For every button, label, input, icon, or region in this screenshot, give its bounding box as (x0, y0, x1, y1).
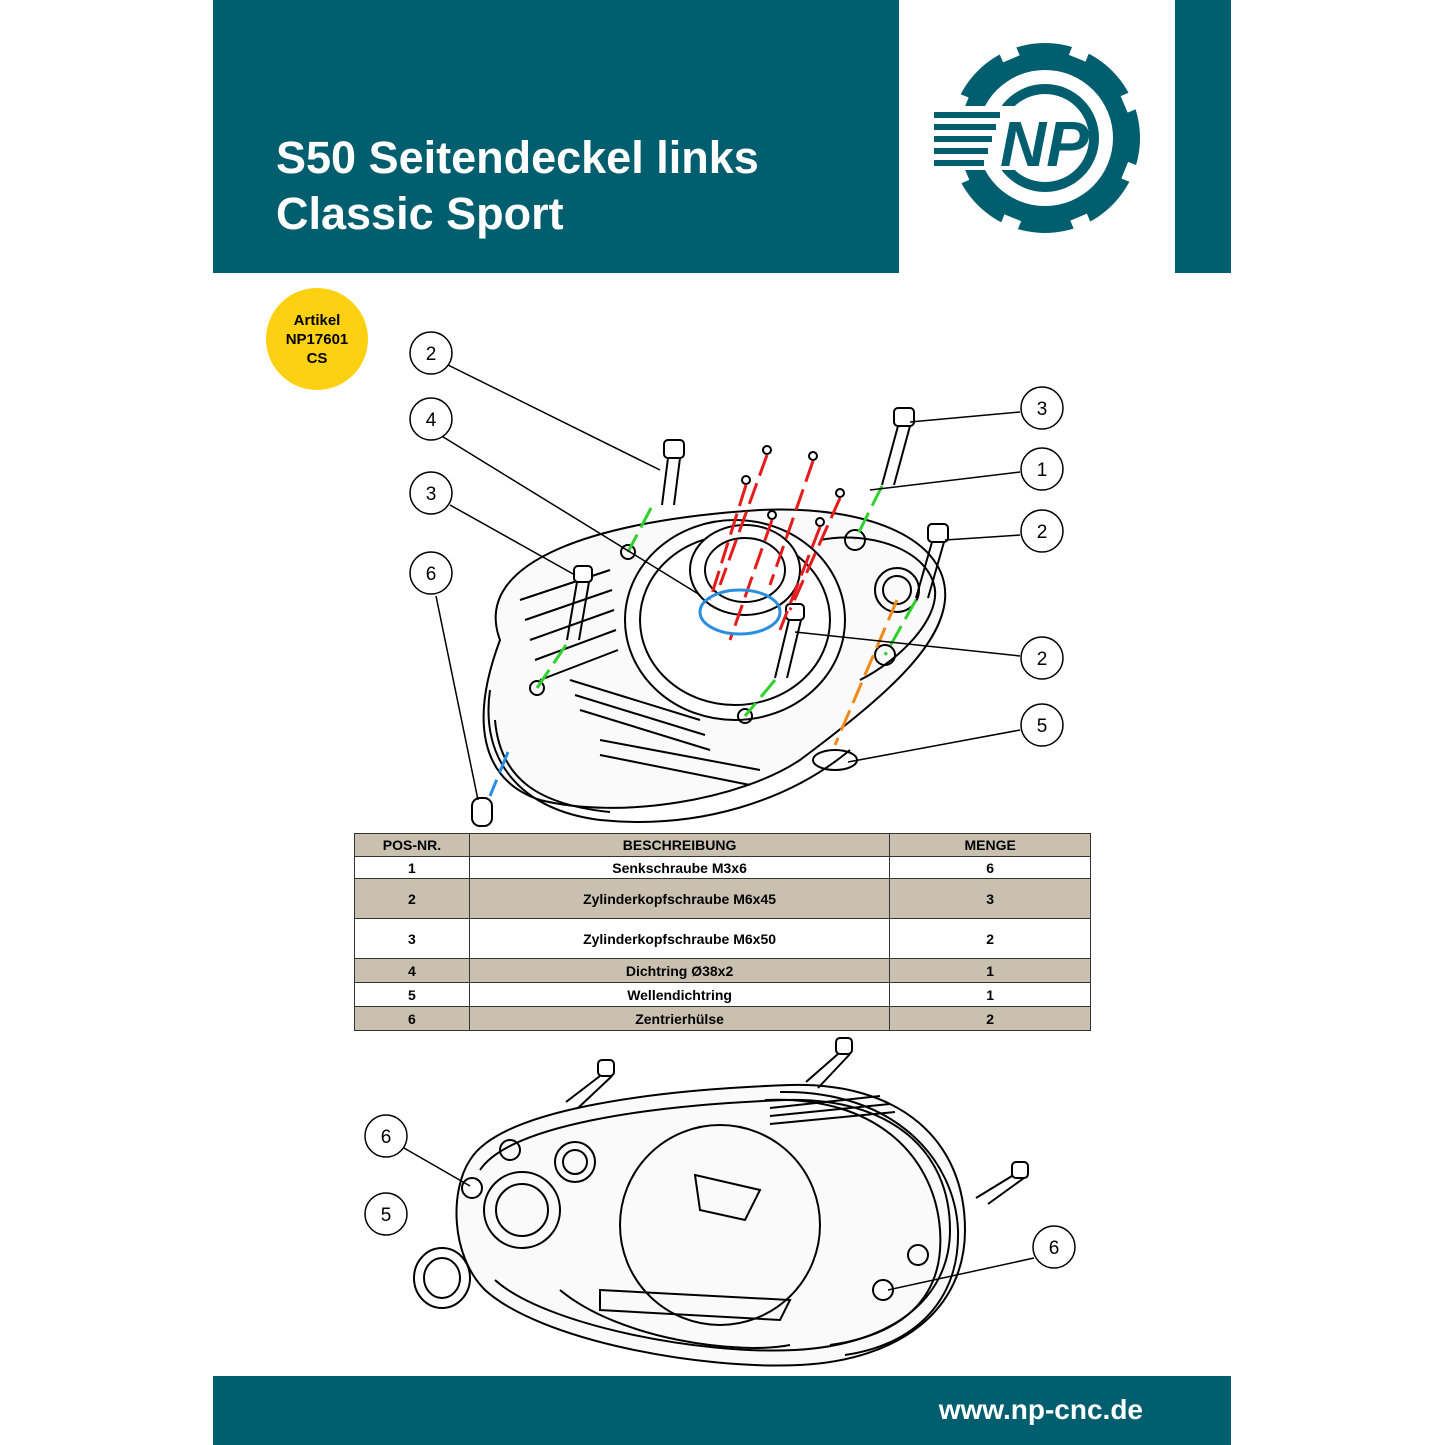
website-link[interactable]: www.np-cnc.de (938, 1394, 1143, 1425)
cell-quantity: 2 (889, 918, 1091, 959)
screws-exploded (471, 407, 949, 827)
cell-pos: 5 (354, 982, 470, 1007)
callout-exploded-f: 1 (1037, 460, 1048, 481)
callout-assembled-c: 6 (1049, 1238, 1060, 1259)
np-gear-logo: NP (930, 41, 1142, 235)
callouts-assembled (364, 1114, 1076, 1291)
parts-table: POS-NR. BESCHREIBUNG MENGE 1 Senkschraub… (354, 833, 1091, 1031)
table-row: 4 Dichtring Ø38x2 1 (354, 958, 1091, 983)
column-header-quantity: MENGE (889, 833, 1091, 857)
cell-pos: 3 (354, 918, 470, 959)
column-header-pos: POS-NR. (354, 833, 470, 857)
callout-exploded-h: 2 (1037, 649, 1048, 670)
cell-quantity: 1 (889, 958, 1091, 983)
cell-description: Zylinderkopfschraube M6x50 (468, 918, 891, 959)
title-line-2: Classic Sport (276, 188, 564, 239)
title-line-1: S50 Seitendeckel links (276, 132, 759, 183)
exploded-cover-drawing (482, 508, 947, 823)
callout-exploded-d: 6 (426, 564, 437, 585)
assembly-lines (488, 454, 918, 797)
table-header-row: POS-NR. BESCHREIBUNG MENGE (354, 833, 1091, 857)
callout-exploded-c: 3 (426, 484, 437, 505)
callout-exploded-g: 2 (1037, 522, 1048, 543)
table-row: 5 Wellendichtring 1 (354, 982, 1091, 1007)
cell-pos: 1 (354, 856, 470, 879)
header-accent-strip (1175, 0, 1231, 273)
cell-quantity: 3 (889, 878, 1091, 919)
callout-exploded-b: 4 (426, 410, 437, 431)
cell-quantity: 2 (889, 1006, 1091, 1031)
table-row: 1 Senkschraube M3x6 6 (354, 856, 1091, 879)
logo-text: NP (1000, 108, 1089, 180)
callout-assembled-b: 5 (381, 1205, 392, 1226)
cell-description: Zentrierhülse (468, 1006, 891, 1031)
article-badge: Artikel NP17601 CS (266, 288, 368, 390)
callout-assembled-a: 6 (381, 1127, 392, 1148)
badge-variant: CS (306, 349, 328, 367)
header-band (213, 0, 899, 273)
cell-description: Senkschraube M3x6 (468, 856, 891, 879)
cell-quantity: 6 (889, 856, 1091, 879)
table-row: 6 Zentrierhülse 2 (354, 1006, 1091, 1031)
assembled-cover-drawing (413, 1083, 967, 1367)
badge-label: Artikel (293, 311, 341, 329)
cell-pos: 2 (354, 878, 470, 919)
cell-quantity: 1 (889, 982, 1091, 1007)
cell-description: Wellendichtring (468, 982, 891, 1007)
callout-exploded-e: 3 (1037, 399, 1048, 420)
footer-band: www.np-cnc.de (213, 1376, 1231, 1445)
cell-description: Zylinderkopfschraube M6x45 (468, 878, 891, 919)
badge-article-number: NP17601 (285, 330, 349, 348)
callout-exploded-a: 2 (426, 344, 437, 365)
cell-pos: 6 (354, 1006, 470, 1031)
screws-assembled (565, 1037, 1029, 1205)
table-row: 3 Zylinderkopfschraube M6x50 2 (354, 918, 1091, 959)
cell-pos: 4 (354, 958, 470, 983)
cell-description: Dichtring Ø38x2 (468, 958, 891, 983)
callout-exploded-i: 5 (1037, 716, 1048, 737)
callouts-exploded (409, 331, 1064, 801)
column-header-description: BESCHREIBUNG (468, 833, 891, 857)
table-row: 2 Zylinderkopfschraube M6x45 3 (354, 878, 1091, 919)
page-title: S50 Seitendeckel links Classic Sport (276, 130, 759, 242)
